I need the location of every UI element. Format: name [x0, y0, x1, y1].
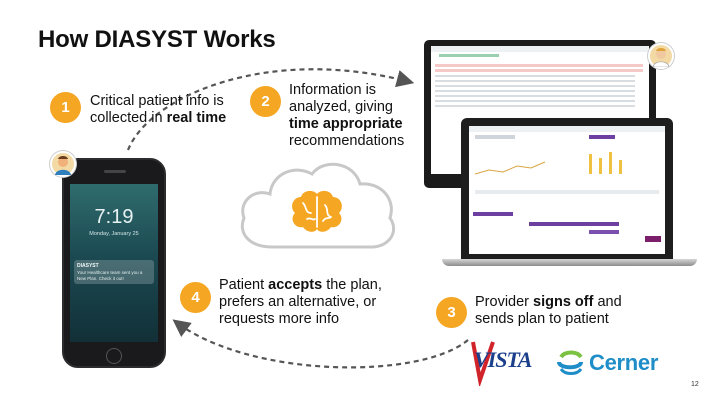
cerner-logo-mark	[557, 350, 583, 375]
step-text: Patient accepts the plan, prefers an alt…	[219, 277, 382, 327]
lock-screen-date: Monday, January 25	[89, 231, 139, 237]
step-text: Provider signs off and sends plan to pat…	[475, 294, 622, 327]
glucose-trend-chart	[474, 152, 622, 175]
laptop	[461, 118, 673, 260]
step-2: 2 Information is analyzed, giving time a…	[250, 82, 419, 150]
notification-message: Your Healthcare team sent you a New Plan…	[77, 270, 143, 281]
laptop-base	[442, 259, 697, 266]
step-badge: 3	[436, 297, 467, 328]
step-4: 4 Patient accepts the plan, prefers an a…	[180, 277, 389, 328]
vista-logo-mark	[471, 341, 495, 386]
step-text: Information is analyzed, giving time app…	[289, 82, 405, 149]
step-1: 1 Critical patient info is collected in …	[50, 92, 240, 127]
step-badge: 2	[250, 86, 281, 117]
arrow-phone-to-monitor	[126, 68, 415, 151]
brain-icon	[292, 190, 342, 232]
patient-dashboard-screen	[469, 126, 665, 254]
vista-logo: VISTA	[474, 347, 532, 372]
page-number: 12	[691, 381, 699, 388]
phone-lock-screen: 7:19 Monday, January 25 DIASYST Your Hea…	[70, 184, 158, 342]
doctor-avatar-icon	[648, 43, 674, 69]
slide-title: How DIASYST Works	[38, 26, 276, 53]
step-badge: 4	[180, 282, 211, 313]
home-button	[106, 348, 122, 364]
arrow-laptop-to-phone	[172, 319, 469, 369]
patient-avatar-icon	[50, 151, 76, 177]
cerner-logo: Cerner	[589, 350, 659, 375]
step-3: 3 Provider signs off and sends plan to p…	[436, 294, 635, 328]
lock-screen-time: 7:19	[94, 206, 134, 228]
step-text: Critical patient info is collected in re…	[90, 93, 227, 126]
smartphone: 7:19 Monday, January 25 DIASYST Your Hea…	[62, 158, 166, 368]
step-badge: 1	[50, 92, 81, 123]
notification-app-name: DIASYST	[77, 263, 99, 269]
push-notification[interactable]: DIASYST Your Healthcare team sent you a …	[74, 260, 154, 284]
phone-speaker	[104, 170, 126, 173]
